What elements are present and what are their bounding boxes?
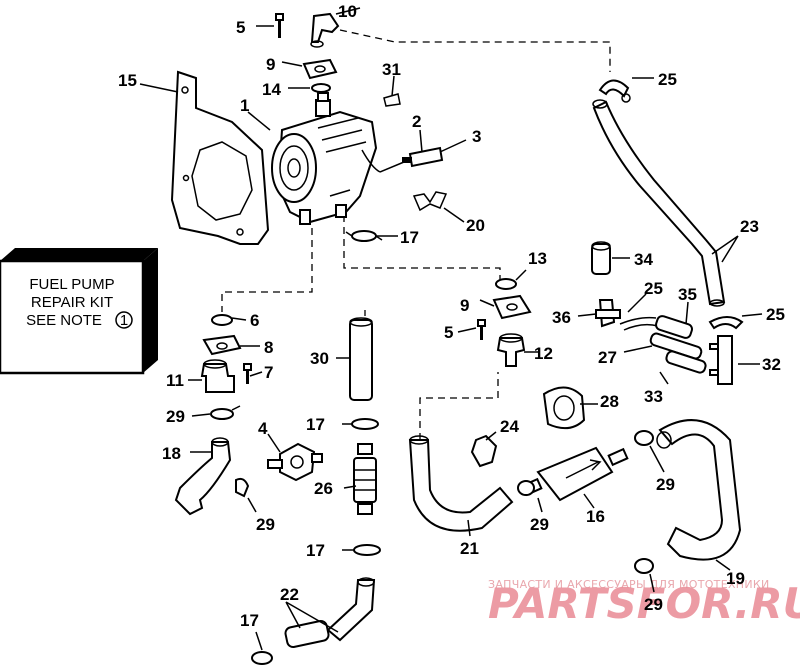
callout-2: 2 [412, 112, 421, 131]
repair-kit-line1: FUEL PUMP [29, 276, 114, 293]
callout-21: 21 [460, 539, 479, 558]
watermark-logo: PARTSFOR.RU [488, 579, 800, 628]
callout-17-top: 17 [400, 228, 419, 247]
callout-17-low: 17 [306, 541, 325, 560]
hardware-top [275, 12, 448, 242]
callout-24: 24 [500, 417, 519, 436]
callout-7: 7 [264, 363, 273, 382]
callout-20: 20 [466, 216, 485, 235]
callout-26: 26 [314, 479, 333, 498]
fuel-pump-assembly [271, 92, 381, 225]
center-column-parts [251, 317, 381, 665]
callout-29-left-low: 29 [256, 515, 275, 534]
note-number: 1 [120, 312, 128, 329]
callout-31: 31 [382, 60, 401, 79]
callout-19: 19 [726, 569, 745, 588]
callout-17-mid: 17 [306, 415, 325, 434]
callout-10: 10 [338, 2, 357, 21]
callout-23: 23 [740, 217, 759, 236]
callout-5-right: 5 [444, 323, 453, 342]
callout-22: 22 [280, 585, 299, 604]
callout-4: 4 [258, 419, 268, 438]
callout-35: 35 [678, 285, 697, 304]
repair-kit-line3: SEE NOTE [26, 312, 102, 329]
callout-17-bottom: 17 [240, 611, 259, 630]
watermark-tagline: ЗАПЧАСТИ И АКСЕССУАРЫ ДЛЯ МОТОТЕХНИКИ [488, 578, 770, 591]
callout-9: 9 [266, 55, 275, 74]
callout-11: 11 [166, 371, 184, 390]
callout-29-right: 29 [656, 475, 675, 494]
callout-36: 36 [552, 308, 571, 327]
callout-34: 34 [634, 250, 653, 269]
middle-right-parts [408, 278, 629, 532]
repair-kit-box: FUEL PUMP REPAIR KIT SEE NOTE 1 [0, 248, 158, 375]
callout-16: 16 [586, 507, 605, 526]
callout-29-bottom: 29 [644, 595, 663, 614]
right-parts [591, 241, 742, 574]
callout-3: 3 [472, 127, 481, 146]
callout-6: 6 [250, 311, 259, 330]
callout-labels: 5 10 9 14 31 15 1 2 3 20 17 25 23 13 34 … [118, 2, 785, 630]
callout-33: 33 [644, 387, 663, 406]
callout-13: 13 [528, 249, 547, 268]
callout-18: 18 [162, 444, 181, 463]
callout-25-mid: 25 [644, 279, 663, 298]
callout-15: 15 [118, 71, 137, 90]
callout-32: 32 [762, 355, 781, 374]
callout-8: 8 [264, 338, 273, 357]
callout-12: 12 [534, 344, 553, 363]
leader-lines [139, 7, 763, 651]
callout-29-left: 29 [166, 407, 185, 426]
callout-25-top: 25 [658, 70, 677, 89]
callout-29-mid: 29 [530, 515, 549, 534]
callout-1: 1 [240, 96, 249, 115]
long-hose [592, 79, 744, 330]
callout-27: 27 [598, 348, 617, 367]
callout-5: 5 [236, 18, 245, 37]
watermark: ЗАПЧАСТИ И АКСЕССУАРЫ ДЛЯ МОТОТЕХНИКИ PA… [488, 578, 800, 628]
callout-28: 28 [600, 392, 619, 411]
callout-25-right: 25 [766, 305, 785, 324]
callout-14: 14 [262, 80, 281, 99]
callout-30: 30 [310, 349, 329, 368]
repair-kit-line2: REPAIR KIT [31, 294, 113, 311]
mounting-bracket [170, 70, 270, 245]
callout-9-right: 9 [460, 296, 469, 315]
left-column-parts [174, 314, 252, 516]
